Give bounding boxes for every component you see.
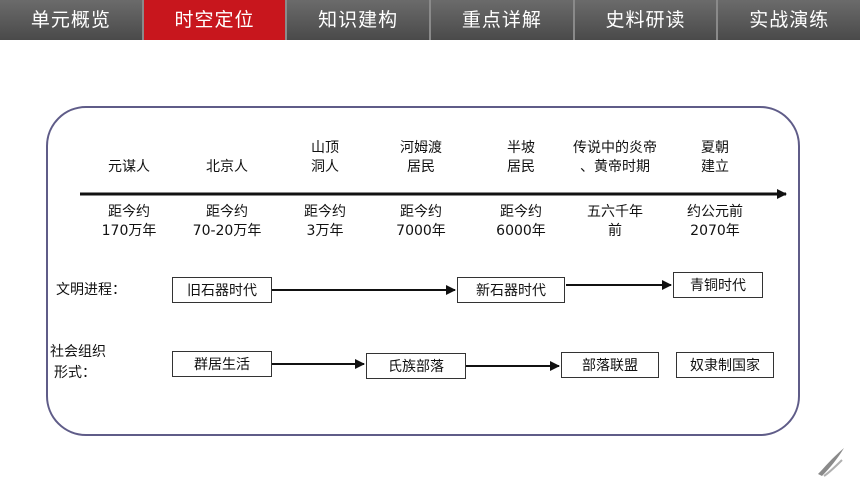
tab-unit-overview[interactable]: 单元概览 — [0, 0, 144, 40]
timeline-panel — [46, 106, 800, 436]
date-label-yandi-huangdi: 五六千年前 — [587, 204, 643, 239]
tab-source-reading[interactable]: 史料研读 — [574, 0, 719, 40]
tab-practice[interactable]: 实战演练 — [718, 0, 860, 40]
stage-bronze-age: 青铜时代 — [673, 272, 763, 298]
event-label-hemudu: 河姆渡 居民 — [400, 140, 442, 175]
brush-logo-icon — [818, 448, 844, 477]
event-label-yandi-huangdi: 传说中的炎帝 、黄帝时期 — [573, 140, 657, 175]
event-label-shanding: 山顶 洞人 — [311, 140, 339, 175]
stage-tribal-alliance: 部落联盟 — [561, 352, 659, 378]
stage-clan-tribe: 氏族部落 — [366, 353, 466, 379]
event-label-xia: 夏朝 建立 — [701, 140, 729, 175]
tab-time-space[interactable]: 时空定位 — [143, 0, 288, 40]
social-row-label-line2: 形式： — [54, 365, 96, 381]
stage-paleolithic: 旧石器时代 — [172, 277, 272, 303]
event-label-yuanmou: 元谋人 — [108, 159, 150, 175]
civilization-row-label: 文明进程： — [56, 282, 126, 298]
social-row-label-line1: 社会组织 — [50, 344, 106, 360]
event-label-beijing: 北京人 — [206, 159, 248, 175]
stage-slave-state: 奴隶制国家 — [676, 352, 774, 378]
tab-knowledge-build[interactable]: 知识建构 — [287, 0, 432, 40]
tab-key-points[interactable]: 重点详解 — [431, 0, 575, 40]
top-nav-tabs: 单元概览 时空定位 知识建构 重点详解 史料研读 实战演练 — [0, 0, 860, 40]
stage-group-living: 群居生活 — [172, 351, 272, 377]
stage-neolithic: 新石器时代 — [457, 277, 565, 303]
event-label-banpo: 半坡 居民 — [507, 140, 535, 175]
